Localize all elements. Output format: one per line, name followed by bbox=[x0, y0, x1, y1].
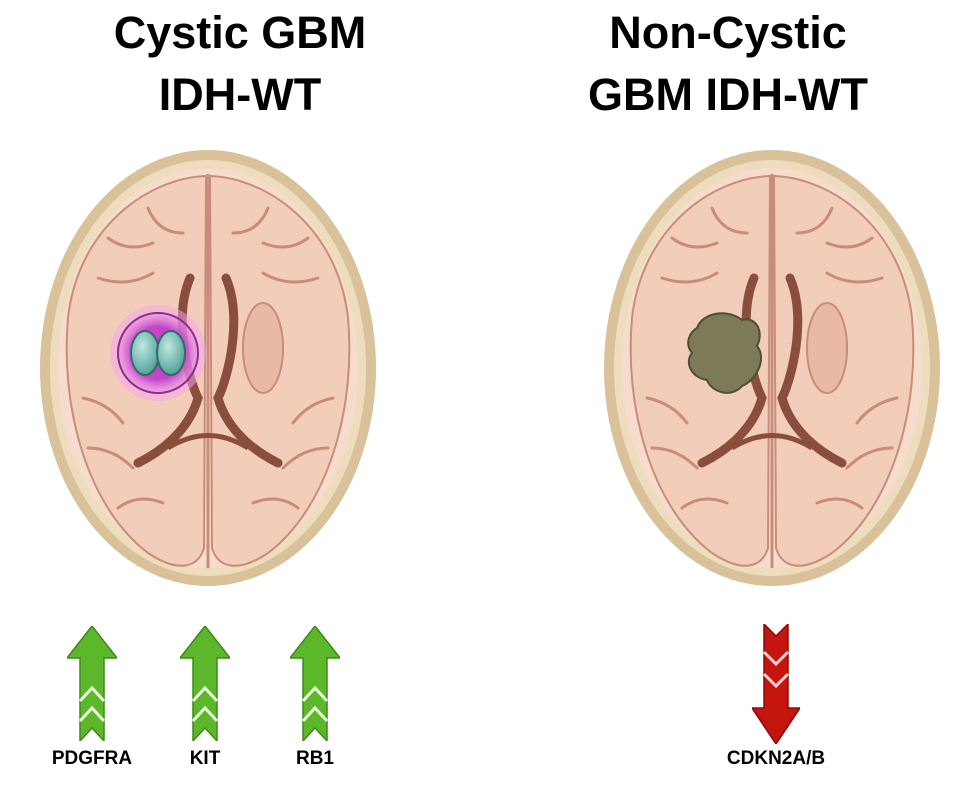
sulci bbox=[81, 206, 335, 510]
title-cystic-gbm: Cystic GBM IDH-WT bbox=[0, 2, 480, 126]
title-noncystic-line2: GBM IDH-WT bbox=[588, 69, 868, 120]
brain-illustration-non-cystic bbox=[602, 148, 942, 593]
third-ventricle bbox=[166, 433, 250, 451]
lateral-ventricles bbox=[697, 273, 847, 468]
gene-label-rb1: RB1 bbox=[295, 748, 334, 769]
solid-tumor bbox=[687, 312, 762, 394]
brain-illustration-cystic bbox=[38, 148, 378, 593]
brain-axial-section-non-cystic bbox=[604, 150, 940, 586]
title-cystic-line1: Cystic GBM bbox=[113, 7, 367, 58]
cyst-left bbox=[130, 330, 160, 376]
up-arrow-rb1 bbox=[290, 626, 340, 741]
title-non-cystic-gbm: Non-Cystic GBM IDH-WT bbox=[488, 2, 968, 126]
cystic-tumor bbox=[110, 305, 206, 401]
brain-axial-section-cystic bbox=[40, 150, 376, 586]
basal-ganglia-right bbox=[242, 302, 284, 394]
gene-label-pdgfra: PDGFRA bbox=[51, 748, 133, 769]
cyst-right bbox=[156, 330, 186, 376]
up-arrow-pdgfra bbox=[67, 626, 117, 741]
sulci bbox=[645, 206, 899, 510]
basal-ganglia-right bbox=[806, 302, 848, 394]
third-ventricle bbox=[730, 433, 814, 451]
gene-label-kit: KIT bbox=[189, 748, 221, 769]
title-noncystic-line1: Non-Cystic bbox=[609, 7, 847, 58]
up-arrow-kit bbox=[180, 626, 230, 741]
gene-label-cdkn2ab: CDKN2A/B bbox=[726, 748, 826, 769]
down-arrow-cdkn2ab bbox=[752, 624, 800, 744]
title-cystic-line2: IDH-WT bbox=[158, 69, 322, 120]
